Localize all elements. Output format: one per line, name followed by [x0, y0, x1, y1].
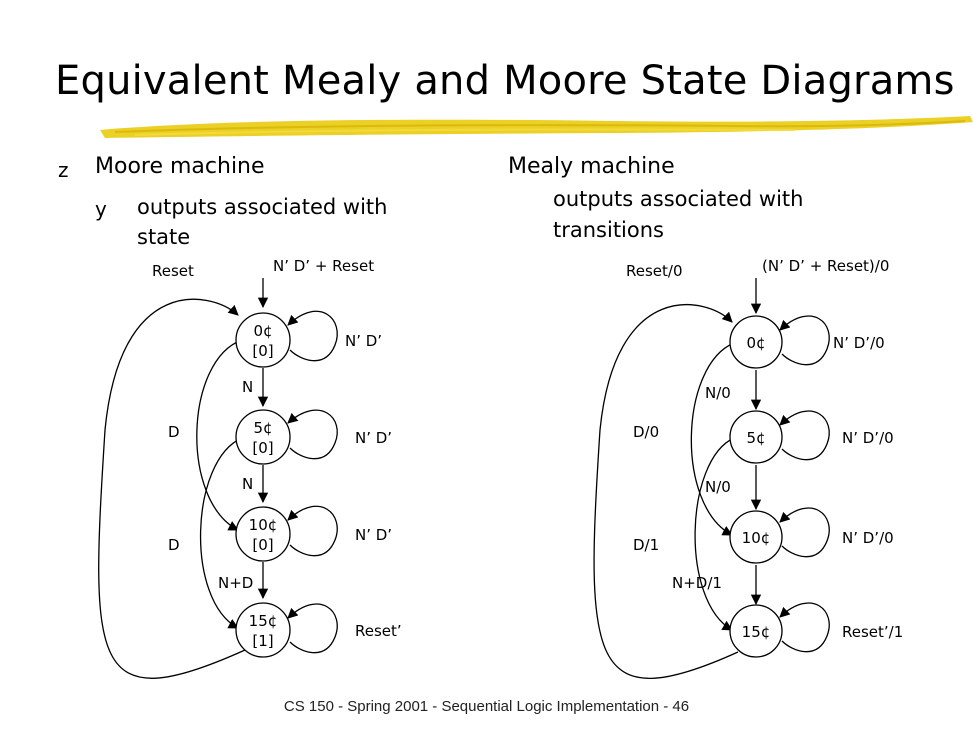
bullet-y-icon: y — [95, 197, 107, 221]
moore-subtext-line1: outputs associated with — [137, 195, 388, 219]
mealy-edge-labels: Reset/0 (N’ D’ + Reset)/0 N’ D’/0 N’ D’/… — [626, 257, 903, 641]
mealy-label-nd-10-15: N+D/1 — [672, 574, 722, 592]
moore-state-15-name: 15¢ — [249, 612, 278, 630]
moore-state-10-name: 10¢ — [249, 516, 278, 534]
moore-label-self-0: N’ D’ — [345, 332, 382, 350]
mealy-state-0 — [729, 315, 783, 369]
moore-state-labels: 0¢ [0] 5¢ [0] 10¢ [0] 15¢ [1] — [249, 322, 278, 650]
moore-state-5-output: [0] — [252, 439, 273, 457]
moore-label-self-5: N’ D’ — [355, 429, 392, 447]
mealy-label-d-5-15: D/1 — [633, 536, 659, 554]
moore-label-entry: N’ D’ + Reset — [273, 257, 374, 275]
mealy-edge-d-5-15 — [694, 437, 735, 631]
moore-label-n-5-10: N — [242, 475, 253, 493]
moore-edge-reset — [98, 298, 246, 679]
mealy-label-n-5-10: N/0 — [705, 478, 731, 496]
moore-edge-d-5-15 — [199, 437, 243, 629]
mealy-edge-reset — [593, 303, 739, 679]
moore-self-loop-10 — [287, 505, 338, 557]
moore-subtext-line2: state — [137, 225, 191, 249]
mealy-state-0-name: 0¢ — [746, 334, 765, 352]
moore-diagram — [98, 278, 338, 679]
moore-edge-labels: Reset N’ D’ + Reset N’ D’ N’ D’ N’ D’ Re… — [152, 257, 402, 640]
moore-state-0-name: 0¢ — [253, 322, 272, 340]
moore-label-self-15: Reset’ — [355, 622, 402, 640]
mealy-state-15 — [729, 604, 783, 658]
slide-footer: CS 150 - Spring 2001 - Sequential Logic … — [283, 698, 690, 715]
mealy-self-loop-15 — [779, 602, 830, 653]
moore-label-reset: Reset — [152, 262, 194, 280]
moore-label-d-5-15: D — [168, 536, 180, 554]
moore-self-loop-15 — [287, 603, 338, 654]
moore-heading: Moore machine — [95, 154, 265, 179]
title-underline-brush — [100, 116, 973, 138]
mealy-state-5 — [729, 410, 783, 464]
moore-self-loop-0 — [287, 310, 338, 362]
moore-label-n-0-5: N — [242, 378, 253, 396]
bullet-z-icon: z — [58, 158, 69, 182]
moore-state-10-output: [0] — [252, 536, 273, 554]
mealy-state-15-name: 15¢ — [742, 623, 771, 641]
moore-label-self-10: N’ D’ — [355, 526, 392, 544]
moore-state-15 — [235, 602, 291, 658]
mealy-diagram — [593, 278, 830, 679]
mealy-subtext-line1: outputs associated with — [553, 187, 804, 211]
mealy-label-entry: (N’ D’ + Reset)/0 — [762, 257, 889, 275]
moore-state-15-output: [1] — [252, 632, 273, 650]
moore-self-loop-5 — [287, 409, 338, 460]
mealy-subtext-line2: transitions — [553, 218, 664, 242]
mealy-state-5-name: 5¢ — [746, 429, 765, 447]
moore-state-5-name: 5¢ — [253, 419, 272, 437]
mealy-label-reset: Reset/0 — [626, 262, 683, 280]
mealy-state-10-name: 10¢ — [742, 529, 771, 547]
mealy-label-self-10: N’ D’/0 — [842, 529, 894, 547]
moore-label-nd-10-15: N+D — [218, 574, 253, 592]
mealy-heading: Mealy machine — [508, 154, 675, 179]
moore-state-5 — [235, 409, 291, 465]
mealy-state-labels: 0¢ 5¢ 10¢ 15¢ — [742, 334, 771, 641]
mealy-label-self-5: N’ D’/0 — [842, 429, 894, 447]
mealy-label-self-15: Reset’/1 — [842, 623, 903, 641]
mealy-state-10 — [729, 510, 783, 564]
mealy-self-loop-0 — [779, 315, 830, 366]
mealy-label-self-0: N’ D’/0 — [833, 334, 885, 352]
mealy-label-n-0-5: N/0 — [705, 384, 731, 402]
moore-state-10 — [235, 506, 291, 562]
moore-state-0 — [235, 312, 291, 368]
mealy-self-loop-5 — [779, 410, 830, 461]
mealy-label-d-0-10: D/0 — [633, 423, 659, 441]
moore-edge-d-0-10 — [196, 339, 243, 531]
mealy-self-loop-10 — [779, 507, 830, 558]
page-title: Equivalent Mealy and Moore State Diagram… — [55, 58, 955, 104]
mealy-edge-d-0-10 — [690, 342, 735, 536]
moore-label-d-0-10: D — [168, 423, 180, 441]
moore-state-0-output: [0] — [252, 342, 273, 360]
